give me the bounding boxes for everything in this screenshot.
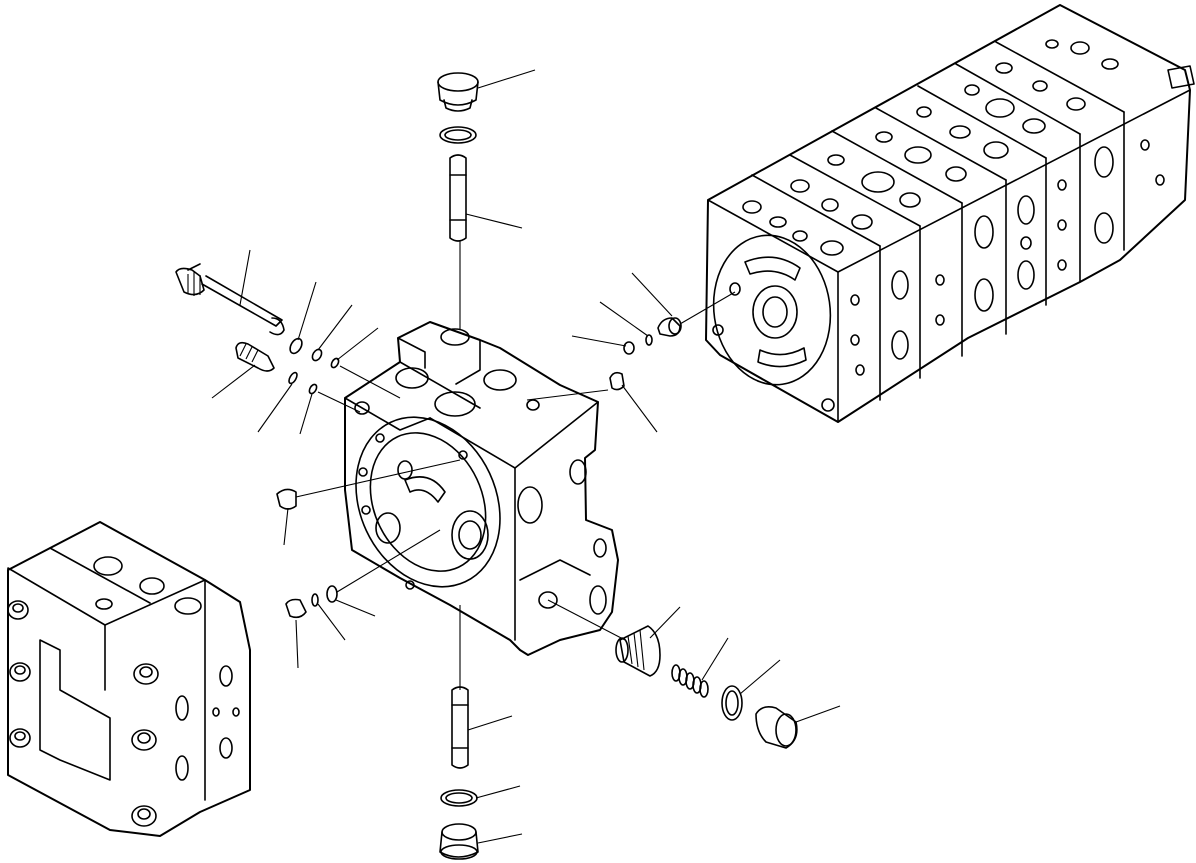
relief-valve-cartridge: [175, 263, 285, 336]
o-ring-top: [439, 126, 477, 144]
spool-bottom: [451, 686, 469, 769]
small-fitting: [285, 585, 338, 619]
spool-top: [449, 154, 467, 242]
sleeve-right: [657, 317, 682, 337]
plug-top-housing: [609, 371, 625, 391]
piston: [615, 625, 661, 677]
valve-stack-assembly: [705, 4, 1195, 423]
o-ring-3: [288, 371, 298, 385]
plug-lower-right: [755, 706, 798, 749]
plug-top: [437, 72, 479, 112]
end-cover-assembly: [7, 521, 251, 837]
o-ring-right-2: [645, 334, 653, 346]
o-ring-4: [308, 383, 318, 395]
leader-lines: [211, 69, 841, 844]
spring: [671, 664, 709, 698]
o-ring-lower-right: [721, 685, 743, 721]
o-ring-2: [330, 357, 340, 369]
small-plug: [235, 341, 275, 372]
backup-ring-1: [289, 337, 303, 355]
plug-left: [276, 488, 297, 510]
o-ring-bottom: [440, 789, 478, 807]
o-ring-right: [623, 341, 635, 355]
o-ring-1: [311, 348, 323, 362]
bottom-spool-group: [439, 686, 479, 860]
bolt-icon: [7, 600, 159, 827]
plug-bottom: [439, 823, 479, 860]
top-spool-group: [437, 72, 479, 690]
valve-section-housing: [344, 321, 619, 656]
